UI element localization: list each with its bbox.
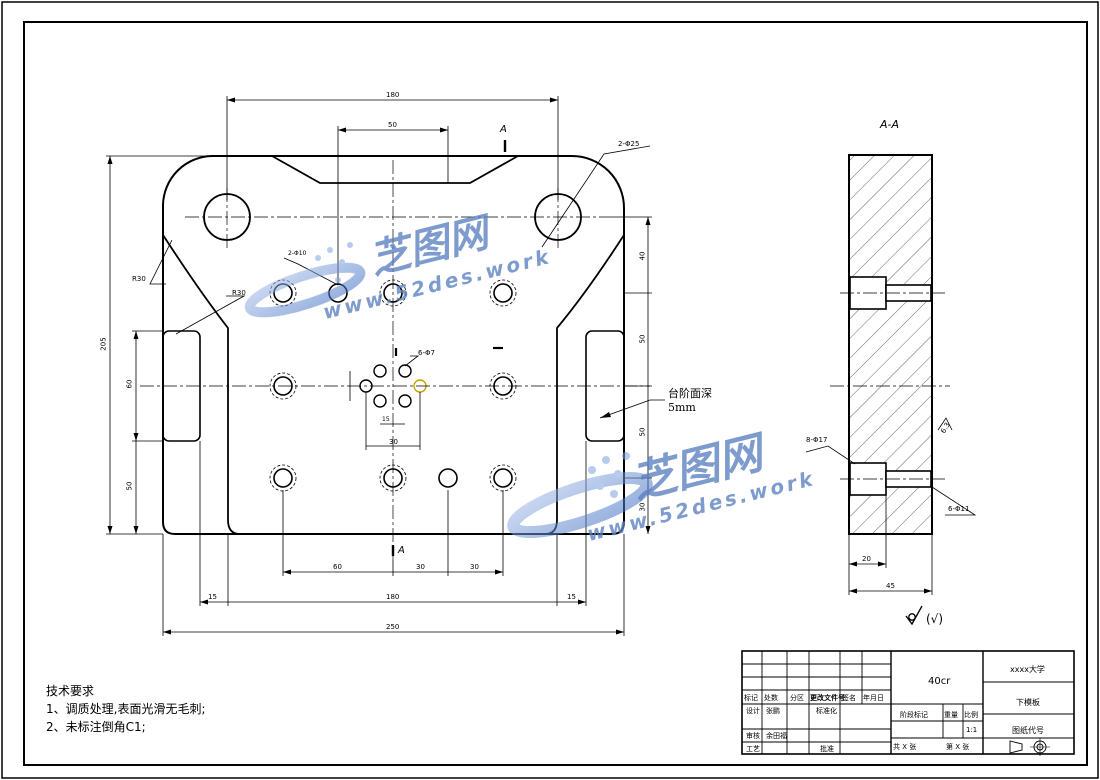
dim-height-lower: 50 <box>125 481 134 491</box>
dim-right-40: 40 <box>638 251 647 261</box>
arrowheads <box>107 97 651 635</box>
section-mark-bottom: A <box>398 545 405 556</box>
tb-mark: 标记 <box>744 694 758 702</box>
dim-hole-callout-center: 6-Φ7 <box>418 349 435 357</box>
tb-sheet: 第 X 张 <box>946 743 970 751</box>
dim-bottom-15b: 15 <box>567 593 576 601</box>
dimension-lines <box>106 96 665 636</box>
tb-material: 40cr <box>928 676 951 687</box>
tb-weight: 重量 <box>944 711 958 719</box>
title-block <box>741 650 1075 756</box>
notes-item-2: 2、未标注倒角C1; <box>46 720 146 734</box>
inner-border <box>23 21 1088 766</box>
tb-sign: 签名 <box>842 694 856 702</box>
tb-school: xxxx大学 <box>1010 665 1045 674</box>
tb-process: 工艺 <box>746 745 760 753</box>
dim-bottom-30a: 30 <box>416 563 425 571</box>
dim-section-8-17: 8-Φ17 <box>806 436 828 444</box>
roughness-note: (√) <box>926 612 944 626</box>
dim-hole-callout-top: 2-Φ25 <box>618 140 640 148</box>
tb-scale: 比例 <box>964 711 978 719</box>
dim-bottom-30b: 30 <box>470 563 479 571</box>
dim-section-45: 45 <box>886 582 895 590</box>
dim-radius-1: R30 <box>132 275 146 283</box>
tb-designer: 张鹏 <box>766 707 780 715</box>
tb-total: 共 X 张 <box>893 743 917 751</box>
section-mark-top: A <box>500 124 507 135</box>
dim-center-small-h: 15 <box>382 416 390 423</box>
roughness-symbol <box>905 605 923 626</box>
notes-item-1: 1、调质处理,表面光滑无毛刺; <box>46 702 206 716</box>
tb-std: 标准化 <box>816 707 837 715</box>
section-view <box>805 154 977 595</box>
tb-docno: 更改文件号 <box>810 694 845 702</box>
tb-date: 年月日 <box>863 694 884 702</box>
tb-stage: 阶段标记 <box>900 711 928 719</box>
plan-view <box>140 140 650 560</box>
dim-center-small-v: 30 <box>389 438 398 446</box>
section-view-label: A-A <box>880 118 900 131</box>
dim-top-overall: 180 <box>386 91 400 99</box>
dim-right-50a: 50 <box>638 334 647 344</box>
notes-title: 技术要求 <box>46 684 95 698</box>
step-depth: 5mm <box>668 401 696 414</box>
tb-design: 设计 <box>746 707 760 715</box>
dim-height-overall: 205 <box>99 337 108 351</box>
technical-notes: 技术要求 1、调质处理,表面光滑无毛刺; 2、未标注倒角C1; <box>46 682 206 736</box>
tb-part-name: 下模板 <box>1016 698 1040 707</box>
tb-scale-value: 1:1 <box>966 726 978 734</box>
dim-bottom-180: 180 <box>386 593 400 601</box>
dim-height-pocket: 60 <box>125 379 134 389</box>
dim-radius-2: R30 <box>232 289 246 297</box>
tb-drawing-no: 图纸代号 <box>1012 726 1044 735</box>
dim-right-50b: 50 <box>638 427 647 437</box>
dim-bottom-15a: 15 <box>208 593 217 601</box>
tb-count: 处数 <box>764 694 778 702</box>
dim-section-20: 20 <box>862 555 871 563</box>
dim-hole-callout-mid: 2-Φ10 <box>288 250 307 257</box>
dim-bottom-250: 250 <box>386 623 400 631</box>
tb-approve: 批准 <box>820 745 834 753</box>
tb-zone: 分区 <box>790 694 804 702</box>
tb-reviewer: 余田福 <box>766 732 787 740</box>
watermark-logo <box>244 242 653 539</box>
tb-review: 审核 <box>746 732 760 740</box>
dim-top-slot: 50 <box>388 121 397 129</box>
dim-bottom-60: 60 <box>333 563 342 571</box>
dim-section-6-11: 6-Φ11 <box>948 505 970 513</box>
step-note: 台阶面深 <box>668 387 712 400</box>
